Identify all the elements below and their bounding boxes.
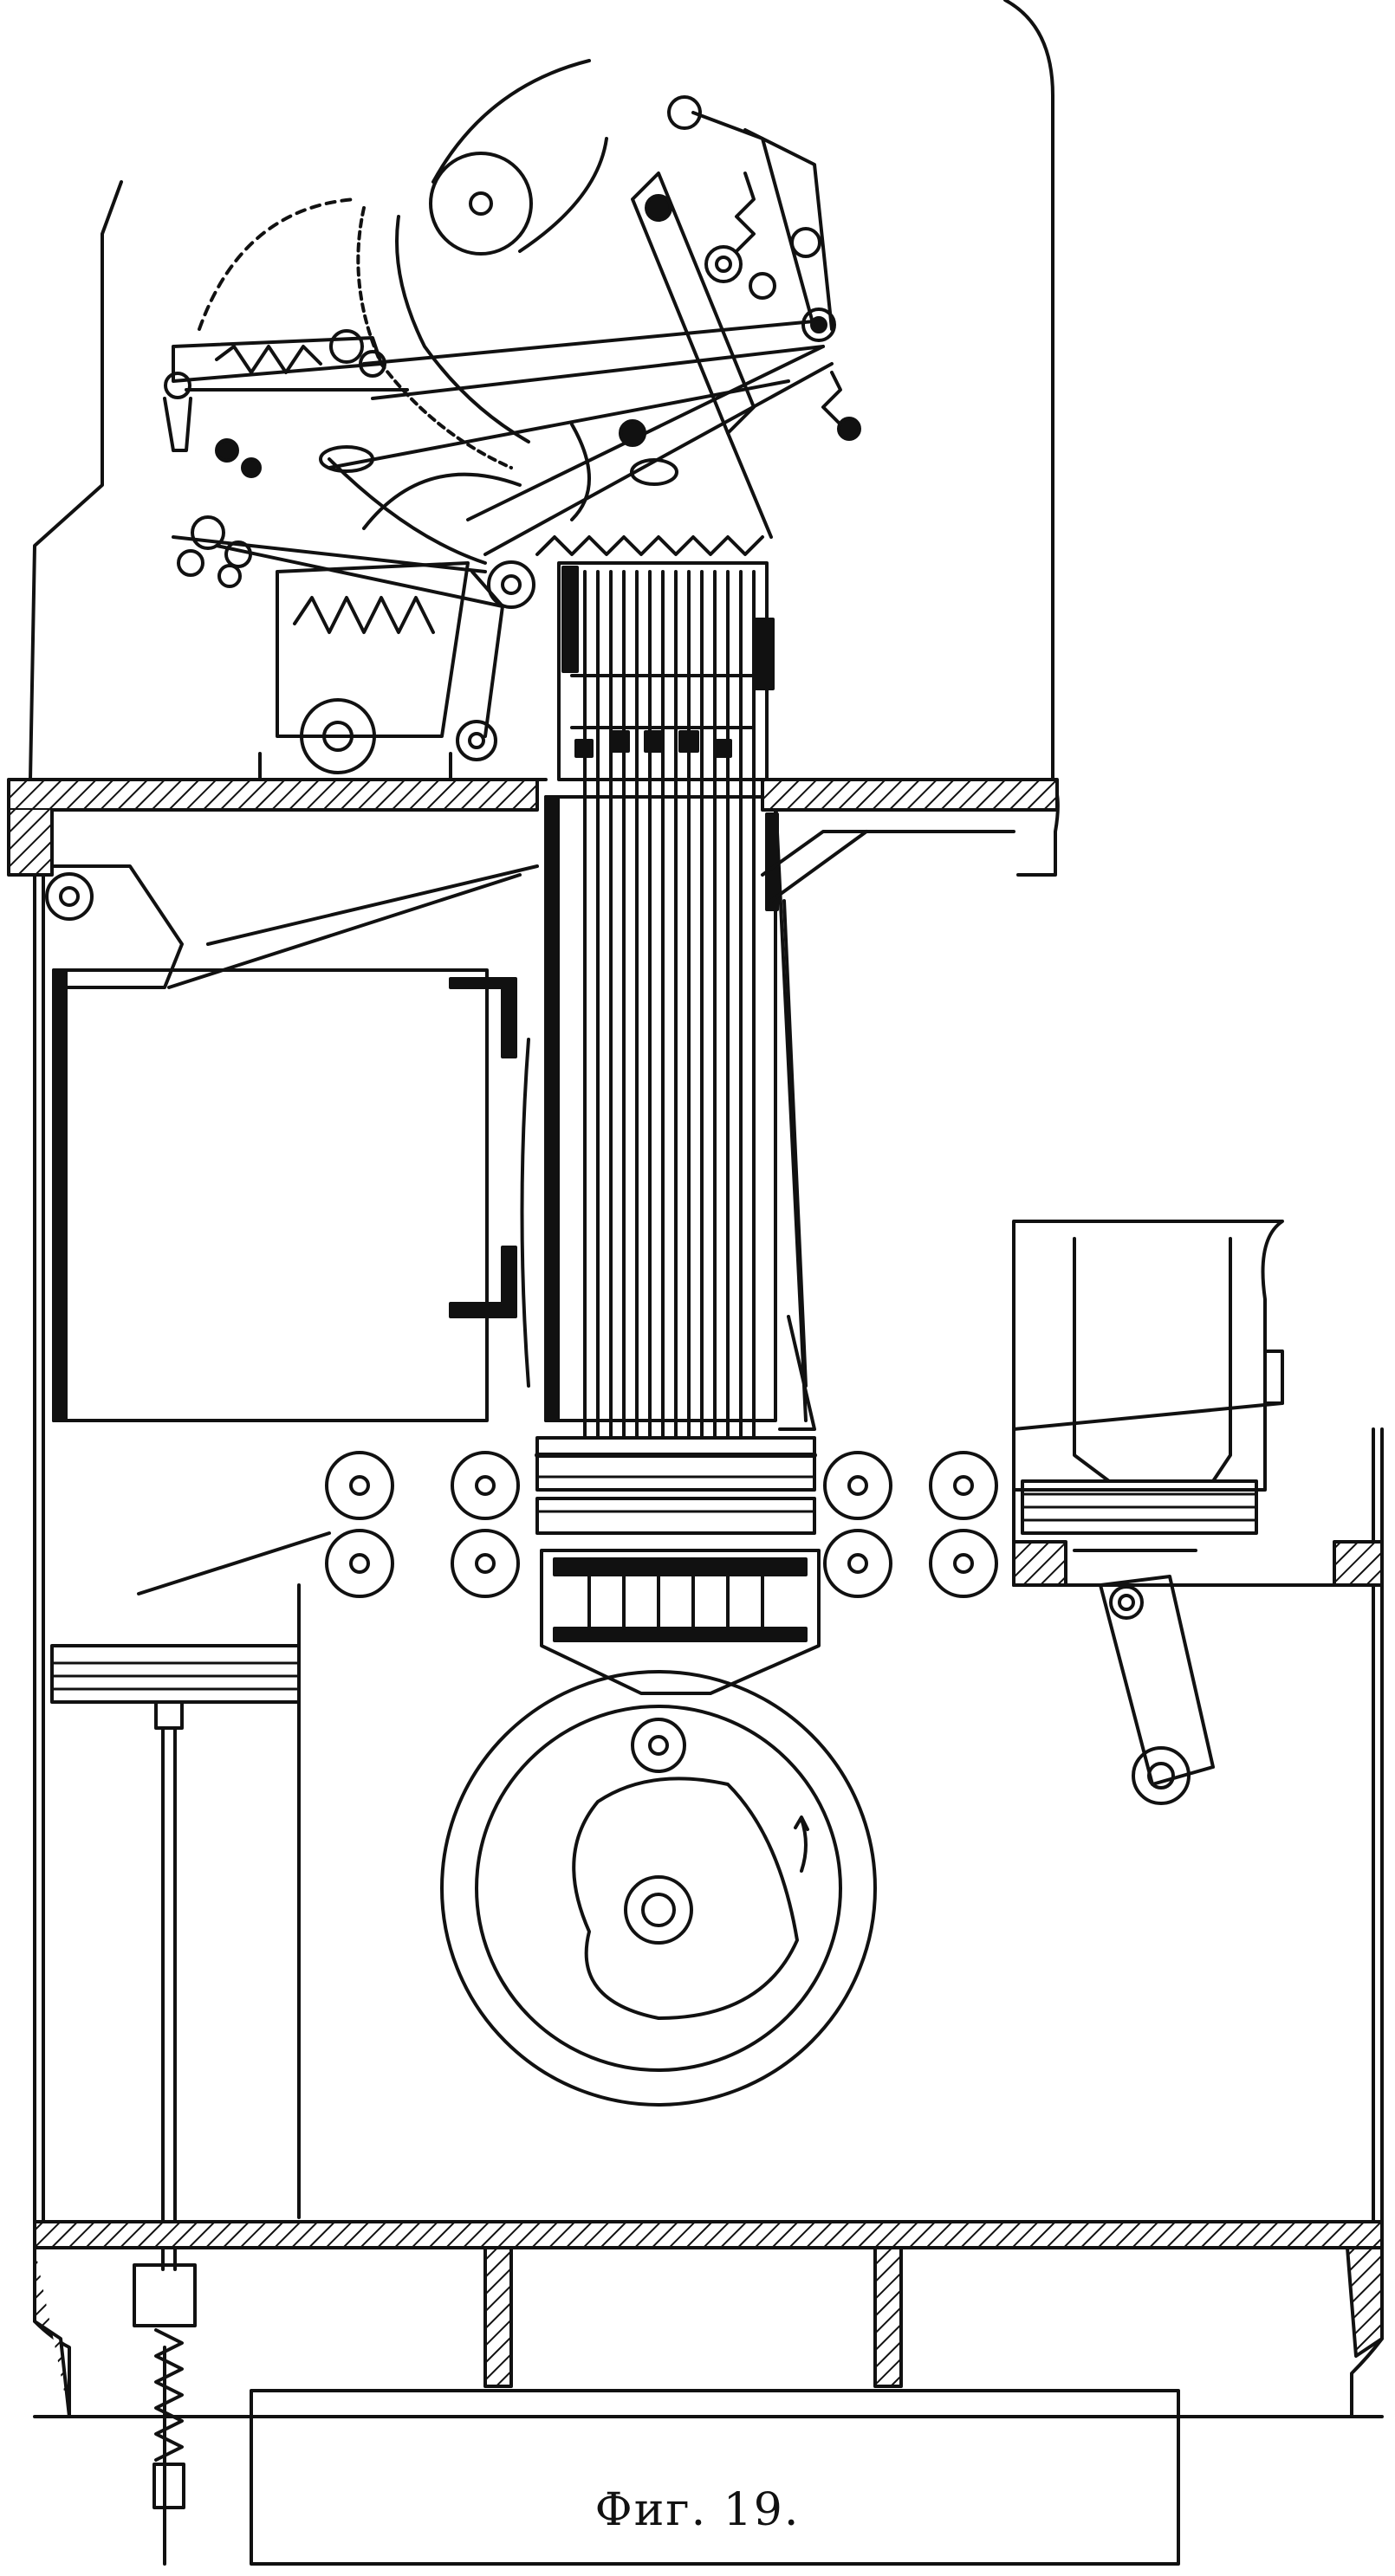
feed-rollers xyxy=(137,1451,998,1598)
upper-table xyxy=(7,778,1384,1587)
upper-selector-mechanism xyxy=(163,59,861,781)
right-frame-structure xyxy=(761,830,1384,1805)
cam-wheel xyxy=(440,1670,877,2107)
figure-caption: Фиг. 19. xyxy=(594,2484,801,2536)
base-casting xyxy=(33,2220,1384,2566)
machine-frame-outline xyxy=(29,0,1384,2418)
left-frame-structure xyxy=(45,864,539,2509)
central-needle-bank xyxy=(535,561,821,1695)
